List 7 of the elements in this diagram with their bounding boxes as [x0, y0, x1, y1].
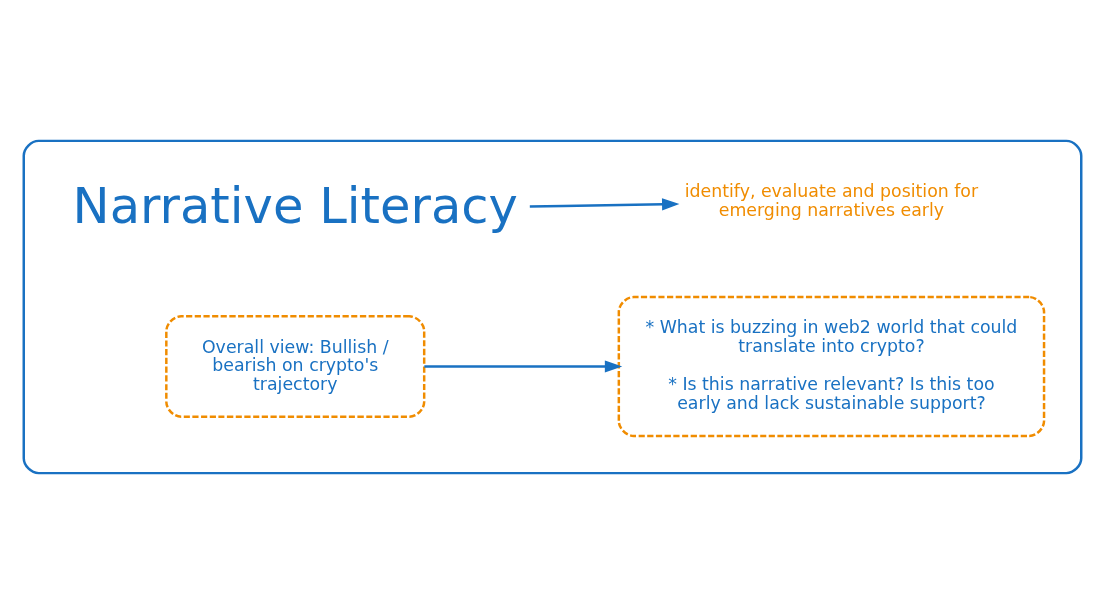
node-box: Overall view: Bullish / bearish on crypto's trajectory: [165, 314, 426, 418]
arrow: [424, 359, 623, 373]
node-text: identify, evaluate and position for emerging narratives early: [684, 180, 979, 220]
cluster: [22, 139, 1083, 474]
node-box: * What is buzzing in web2 world that could translate into crypto? * Is this narrative relevant? Is this too early and lack sustainable support?: [617, 295, 1046, 437]
node-text: Narrative Literacy: [72, 176, 518, 235]
arrow: [529, 197, 680, 210]
